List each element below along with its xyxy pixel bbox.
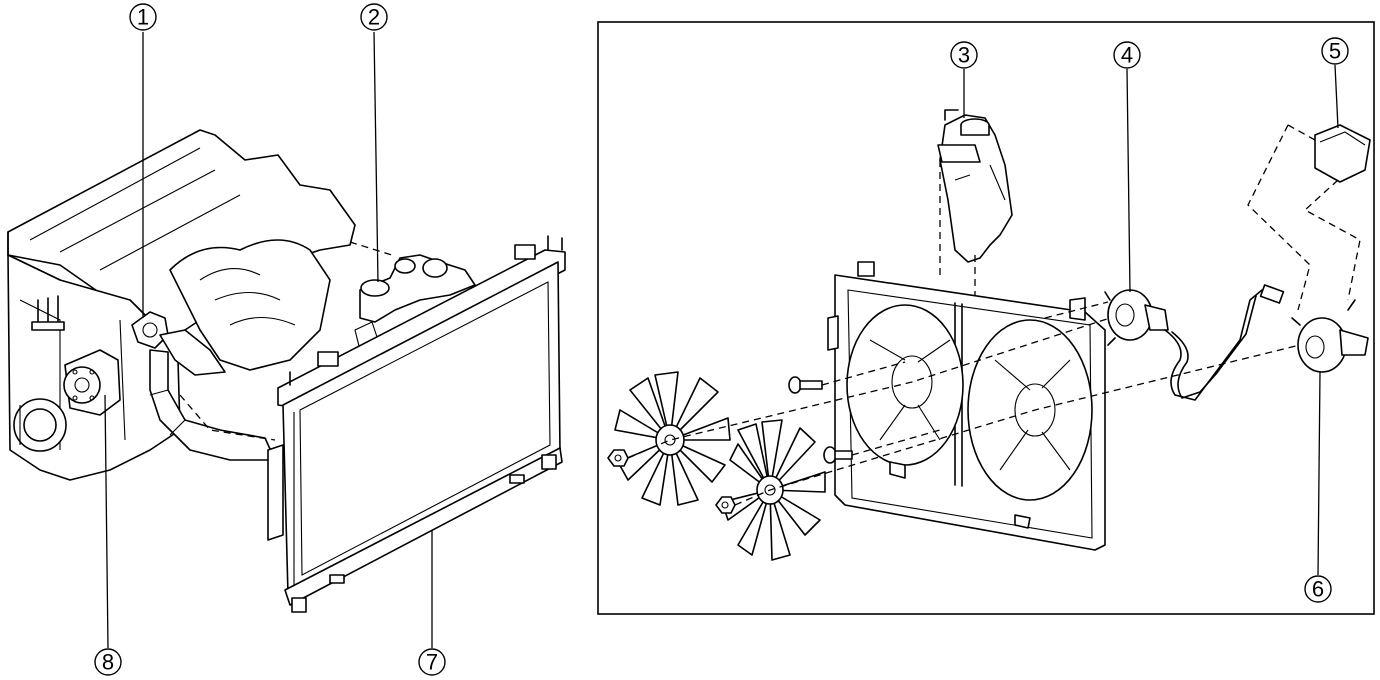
callout-8-label: 8	[102, 650, 114, 675]
callout-6: 6	[1304, 371, 1332, 603]
thermostat-housing	[131, 311, 169, 349]
bolt-a-line	[821, 361, 906, 386]
callout-2-label: 2	[368, 5, 380, 30]
callout-1: 1	[129, 3, 157, 318]
fan-blade-b	[721, 419, 826, 561]
upper-hose-connection-line	[349, 241, 396, 257]
callout-7-label: 7	[426, 650, 438, 675]
fan-nut-b	[715, 496, 736, 514]
fan-blade-a	[614, 371, 731, 506]
fan-control-module	[1314, 124, 1371, 183]
module-harness-line-2	[1303, 179, 1361, 301]
upper-radiator-hose	[354, 254, 476, 351]
shroud-bolt-b	[823, 446, 853, 464]
callout-1-label: 1	[137, 5, 149, 30]
bolt-b-line	[851, 429, 941, 456]
coolant-reservoir	[937, 109, 1013, 263]
callout-5-label: 5	[1329, 39, 1341, 64]
water-pump	[63, 349, 121, 416]
radiator	[267, 235, 566, 613]
fan-motor-a	[1104, 289, 1169, 346]
callout-7: 7	[418, 530, 446, 676]
callout-4: 4	[1113, 41, 1141, 293]
callout-6-label: 6	[1312, 577, 1324, 602]
fan-wiring-harness	[1164, 284, 1285, 401]
exploded-view-frame	[597, 21, 1375, 615]
callout-5: 5	[1321, 37, 1349, 129]
fan-a-axis-line	[627, 317, 1111, 459]
fan-shroud	[827, 261, 1106, 551]
shroud-bolt-a	[788, 376, 823, 394]
motor-a-line	[1044, 301, 1109, 319]
callout-3-label: 3	[958, 43, 970, 68]
callout-4-label: 4	[1121, 43, 1133, 68]
fan-nut-a	[607, 449, 629, 467]
fan-motor-b	[1291, 299, 1369, 373]
lower-hose-connection-line	[179, 394, 276, 441]
callout-3: 3	[950, 41, 978, 118]
callout-2: 2	[360, 3, 388, 283]
callout-8: 8	[94, 394, 122, 676]
module-harness-line-1	[1247, 124, 1316, 311]
